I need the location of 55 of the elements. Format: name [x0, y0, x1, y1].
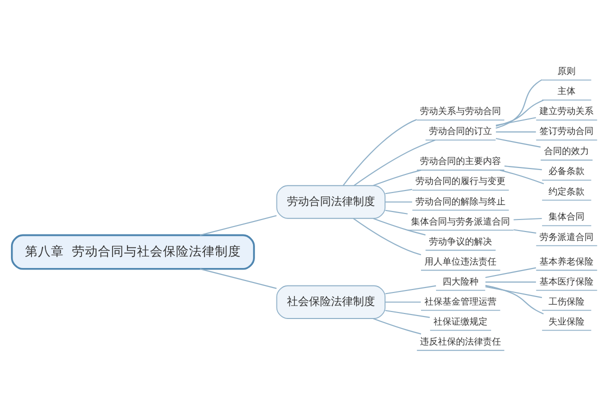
- node-text: 建立劳动关系: [540, 107, 594, 118]
- node-text: 用人单位违法责任: [424, 257, 497, 268]
- node-text: 违反社保的法律责任: [420, 337, 502, 348]
- node-text: 劳动关系与劳动合同: [420, 107, 502, 118]
- connector: [373, 170, 422, 186]
- node-text: 劳动合同的订立: [429, 127, 492, 138]
- connector: [500, 170, 544, 184]
- connector: [504, 166, 542, 170]
- node-text: 约定条款: [548, 187, 585, 198]
- node-text: 劳动合同的解除与终止: [416, 197, 506, 208]
- connector: [385, 201, 412, 203]
- node-box: 劳动合同法律制度: [276, 185, 386, 219]
- connector: [385, 302, 421, 303]
- connector: [496, 131, 536, 132]
- node-text: 劳动合同的履行与变更: [416, 177, 506, 188]
- node-text: 社保证缴规定: [434, 317, 488, 328]
- connector: [373, 318, 422, 334]
- node-text: 必备条款: [548, 167, 585, 178]
- connector: [385, 310, 430, 318]
- node-text: 集体合同与劳务派遣合同: [411, 217, 510, 228]
- connector: [496, 79, 542, 129]
- connector: [354, 140, 436, 186]
- node-text: 集体合同: [548, 212, 585, 223]
- node-box: 社会保险法律制度: [276, 285, 386, 319]
- connector: [373, 218, 426, 236]
- node-text: 基本医疗保险: [540, 277, 594, 288]
- connector: [496, 100, 544, 127]
- connector: [514, 218, 542, 220]
- connector: [485, 282, 536, 283]
- connector: [385, 285, 436, 294]
- node-text: 合同的效力: [544, 147, 590, 158]
- connector: [200, 215, 277, 236]
- node-text: 劳动合同的主要内容: [420, 157, 502, 168]
- node-text: 基本养老保险: [540, 257, 594, 268]
- node-text: 主体: [558, 87, 576, 98]
- connector: [485, 284, 544, 314]
- connector: [385, 188, 412, 194]
- connector: [485, 267, 536, 278]
- node-text: 失业保险: [548, 317, 585, 328]
- node-text: 签订劳动合同: [540, 127, 594, 138]
- connector: [485, 286, 542, 298]
- node-text: 劳务派遣合同: [540, 232, 594, 243]
- connector: [496, 117, 536, 126]
- node-text: 社保基金管理运营: [424, 297, 497, 308]
- connector: [514, 229, 536, 234]
- node-text: 劳动争议的解决: [429, 237, 492, 248]
- connector: [200, 268, 277, 289]
- node-text: 工伤保险: [548, 297, 585, 308]
- connector: [496, 138, 541, 148]
- node-box: 第八章 劳动合同与社会保险法律制度: [10, 234, 255, 270]
- connector: [342, 119, 417, 186]
- node-text: 原则: [558, 67, 576, 78]
- connector: [353, 218, 422, 256]
- node-text: 四大险种: [442, 277, 479, 288]
- connector: [385, 210, 408, 214]
